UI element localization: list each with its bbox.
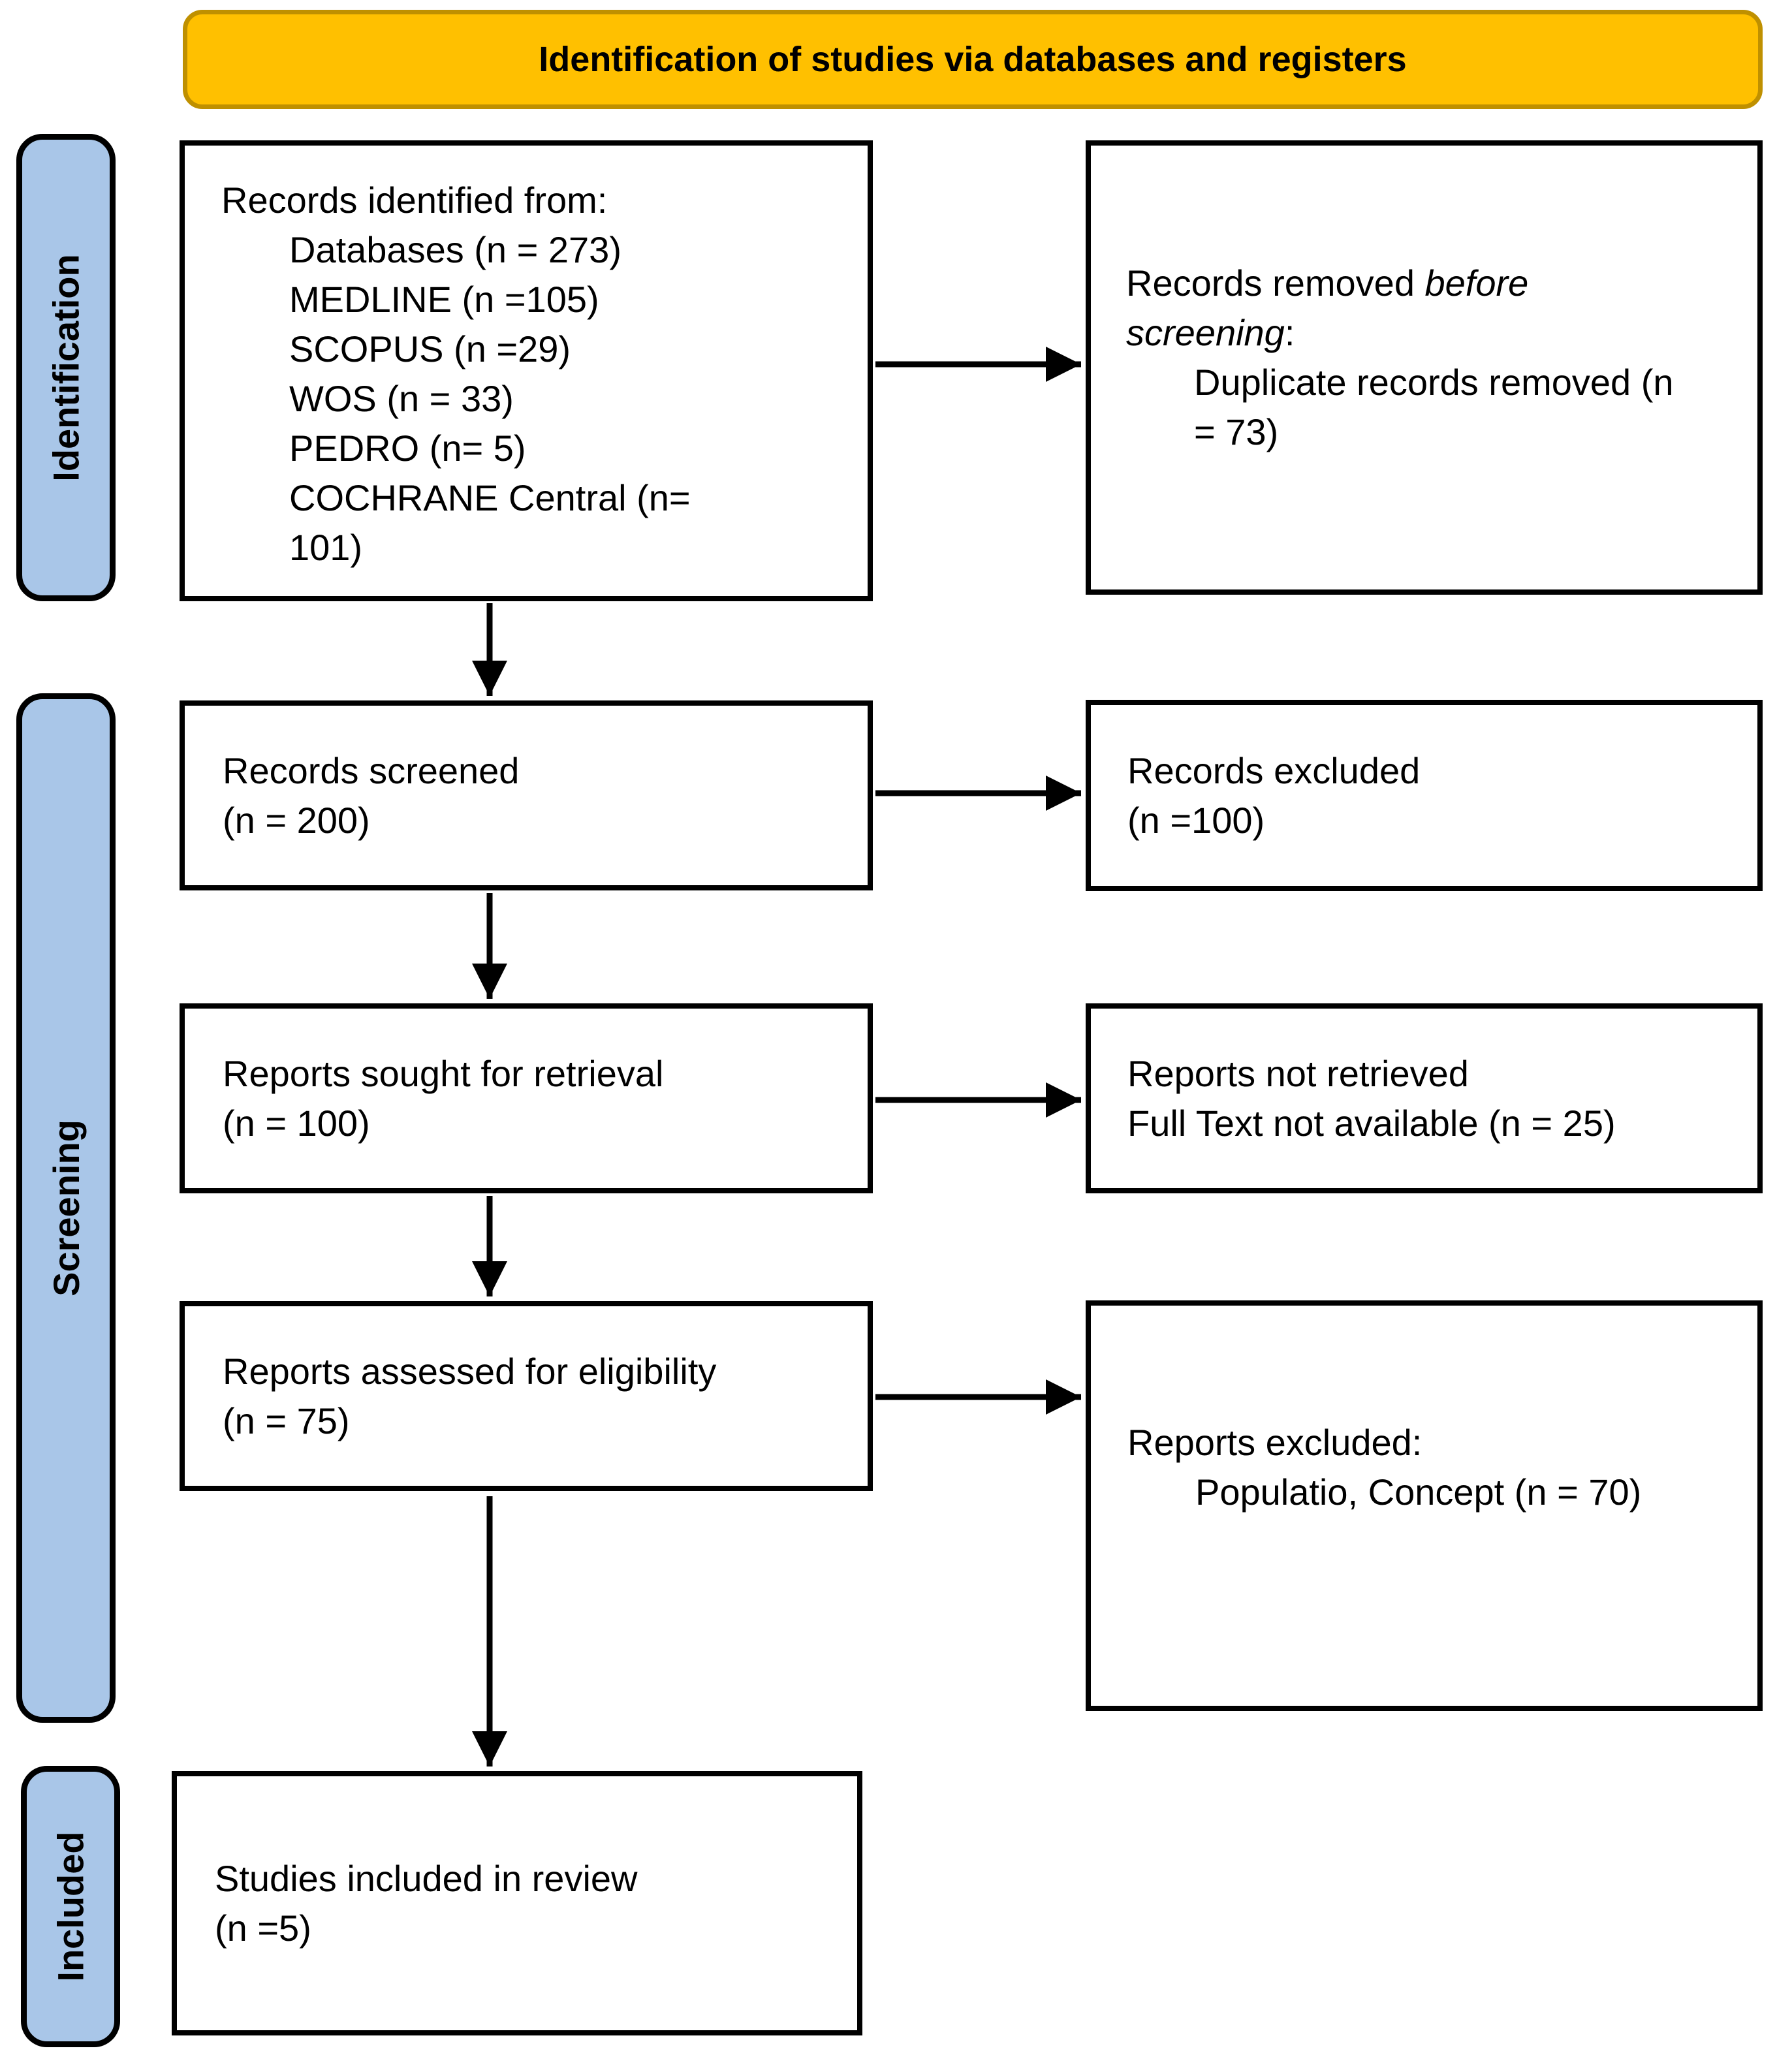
box-records-identified: Records identified from: Databases (n = … — [180, 140, 873, 601]
studies-included-line1: Studies included in review — [215, 1857, 638, 1899]
phase-included: Included — [21, 1766, 120, 2047]
box-records-screened: Records screened (n = 200) — [180, 700, 873, 890]
phase-identification: Identification — [16, 134, 116, 601]
box-reports-not-retrieved: Reports not retrieved Full Text not avai… — [1086, 1003, 1763, 1193]
records-removed-line2: screening: — [1126, 312, 1295, 353]
reports-assessed-line1: Reports assessed for eligibility — [223, 1350, 717, 1392]
records-screened-line2: (n = 200) — [223, 799, 370, 841]
studies-included-line2: (n =5) — [215, 1907, 311, 1949]
records-removed-item: Duplicate records removed (n — [1194, 362, 1674, 403]
records-removed-line1: Records removed before — [1126, 262, 1529, 304]
records-identified-item: SCOPUS (n =29) — [289, 328, 571, 369]
records-identified-item: Databases (n = 273) — [289, 229, 621, 270]
box-reports-sought: Reports sought for retrieval (n = 100) — [180, 1003, 873, 1193]
box-reports-excluded: Reports excluded: Populatio, Concept (n … — [1086, 1300, 1763, 1711]
reports-assessed-line2: (n = 75) — [223, 1400, 350, 1441]
records-identified-item: WOS (n = 33) — [289, 378, 514, 419]
reports-excluded-title: Reports excluded: — [1127, 1422, 1423, 1463]
records-removed-item: = 73) — [1194, 411, 1279, 452]
box-studies-included: Studies included in review (n =5) — [172, 1771, 862, 2035]
reports-excluded-item: Populatio, Concept (n = 70) — [1195, 1471, 1642, 1513]
box-records-removed: Records removed before screening: Duplic… — [1086, 140, 1763, 595]
records-excluded-line1: Records excluded — [1127, 749, 1421, 791]
reports-sought-line2: (n = 100) — [223, 1102, 370, 1144]
records-identified-item: COCHRANE Central (n= — [289, 477, 691, 518]
records-identified-item: PEDRO (n= 5) — [289, 428, 526, 469]
reports-sought-line1: Reports sought for retrieval — [223, 1052, 664, 1094]
reports-not-retrieved-line2: Full Text not available (n = 25) — [1127, 1102, 1616, 1144]
reports-not-retrieved-line1: Reports not retrieved — [1127, 1052, 1469, 1094]
records-identified-item: MEDLINE (n =105) — [289, 279, 599, 320]
records-excluded-line2: (n =100) — [1127, 799, 1265, 841]
box-records-excluded: Records excluded (n =100) — [1086, 700, 1763, 891]
records-screened-line1: Records screened — [223, 749, 520, 791]
records-identified-item: 101) — [289, 527, 363, 568]
records-identified-title: Records identified from: — [221, 180, 608, 221]
box-reports-assessed: Reports assessed for eligibility (n = 75… — [180, 1301, 873, 1491]
phase-screening: Screening — [16, 693, 116, 1723]
banner-identification-of-studies: Identification of studies via databases … — [183, 10, 1763, 109]
banner-title: Identification of studies via databases … — [539, 40, 1407, 79]
